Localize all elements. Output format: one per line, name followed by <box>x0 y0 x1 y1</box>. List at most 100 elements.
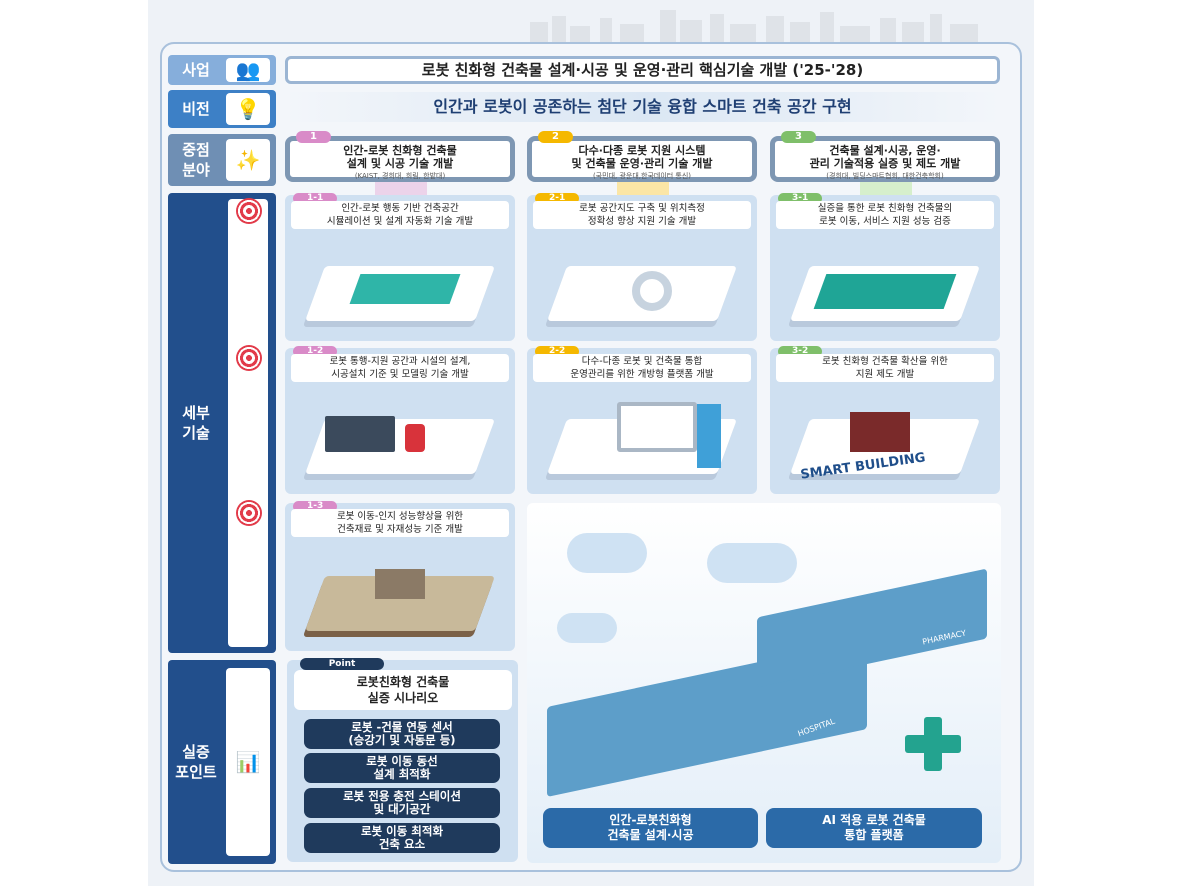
line: 관리 기술적용 실증 및 제도 개발 <box>809 157 961 170</box>
line: 건축물 설계·시공, 운영· <box>829 144 941 157</box>
people-icon: 👥 <box>226 58 270 82</box>
line: 로봇 이동 동선 <box>366 754 438 768</box>
cloud <box>567 533 647 573</box>
verification-illustration <box>789 243 981 329</box>
line: 설계 최적화 <box>373 767 431 781</box>
label-text: 사업 <box>182 61 210 79</box>
focus-area-3: 3 건축물 설계·시공, 운영·관리 기술적용 실증 및 제도 개발 (경희대, 빌… <box>770 131 1000 182</box>
hands-stars-icon: ✨ <box>226 139 270 181</box>
line: 다수-다종 로봇 및 건축물 통합 <box>581 356 703 367</box>
line: 다수·다종 로봇 지원 시스템 <box>578 144 706 157</box>
orgs: (국민대, 광운대,한국데이터 통신) <box>592 172 692 180</box>
pharmacy-floor <box>757 568 987 688</box>
lightbulb-icon: 💡 <box>226 93 270 125</box>
materials-illustration <box>304 551 496 639</box>
line: 및 건축물 운영·관리 기술 개발 <box>571 157 713 170</box>
line: 로봇친화형 건축물 <box>356 675 450 689</box>
line: 및 대기공간 <box>373 802 431 816</box>
line: 정확성 향상 지원 기술 개발 <box>587 216 697 227</box>
connector <box>617 182 669 196</box>
line: 로봇 이동-인지 성능향상을 위한 <box>336 511 464 522</box>
badge: 1-3 <box>293 501 338 512</box>
label-detail: 세부 기술 <box>168 193 276 653</box>
badge: 3 <box>781 131 816 143</box>
label-project: 사업 👥 <box>168 55 276 85</box>
label-focus: 중점 분야 ✨ <box>168 134 276 186</box>
line: 건축재료 및 자재성능 기준 개발 <box>337 524 463 535</box>
badge: 3-2 <box>778 346 823 357</box>
badge: 3-1 <box>778 193 823 204</box>
line: 시공설치 기준 및 모델링 기술 개발 <box>331 369 469 380</box>
map-illustration <box>546 243 738 329</box>
line: 로봇 친화형 건축물 확산을 위한 <box>822 356 948 367</box>
line: 인간-로봇 행동 기반 건축공간 <box>341 203 459 214</box>
line: 실증 시나리오 <box>367 691 439 705</box>
label-text: 실증 포인트 <box>175 743 217 781</box>
simulation-illustration <box>304 243 496 329</box>
line: 인간-로봇 친화형 건축물 <box>343 144 457 157</box>
orgs: (KAIST, 경희대, 희림, 한밭대) <box>354 172 446 180</box>
line: 로봇 이동, 서비스 지원 성능 검증 <box>819 216 951 227</box>
line: 건축 요소 <box>378 837 426 851</box>
badge: 1 <box>296 131 331 143</box>
line: 로봇 -건물 연동 센서 <box>351 720 453 734</box>
line: 건축물 설계·시공 <box>607 828 694 842</box>
line: 로봇 공간지도 구축 및 위치측정 <box>579 203 705 214</box>
line: 운영관리를 위한 개방형 플랫폼 개발 <box>570 369 714 380</box>
line: (승강기 및 자동문 등) <box>348 733 456 747</box>
target-icon <box>236 345 262 371</box>
line: 로봇 통행-지원 공간과 시설의 설계, <box>329 356 471 367</box>
line: 설계 및 시공 기술 개발 <box>346 157 454 170</box>
point-item: 로봇 -건물 연동 센서(승강기 및 자동문 등) <box>304 719 500 749</box>
badge: 2-1 <box>535 193 580 204</box>
analytics-icon: 📊 <box>226 668 270 856</box>
connector <box>860 182 912 196</box>
line: AI 적용 로봇 건축물 <box>822 813 926 827</box>
line: 로봇 전용 충전 스테이션 <box>343 789 461 803</box>
hospital-illustration: PHARMACY HOSPITAL <box>527 503 1001 863</box>
cloud <box>557 613 617 643</box>
line: 시뮬레이션 및 설계 자동화 기술 개발 <box>326 216 474 227</box>
cloud <box>707 543 797 583</box>
line: 통합 플랫폼 <box>844 828 904 842</box>
badge: 1-2 <box>293 346 338 357</box>
medical-cross-icon-vertical <box>924 717 942 771</box>
line: 지원 제도 개발 <box>855 369 915 380</box>
platform-illustration <box>546 396 738 482</box>
target-column <box>228 199 268 647</box>
city-skyline <box>530 10 978 42</box>
label-text: 세부 기술 <box>182 404 210 442</box>
line: 실증을 통한 로봇 친화형 건축물의 <box>817 203 953 214</box>
vision-text: 인간과 로봇이 공존하는 첨단 기술 융합 스마트 건축 공간 구현 <box>285 92 1000 122</box>
badge: 1-1 <box>293 193 338 204</box>
project-title: 로봇 친화형 건축물 설계·시공 및 운영·관리 핵심기술 개발 ('25-'2… <box>285 56 1000 84</box>
connector <box>375 182 427 196</box>
badge: 2-2 <box>535 346 580 357</box>
badge: 2 <box>538 131 573 143</box>
line: 인간-로봇친화형 <box>609 813 692 827</box>
orgs: (경희대, 빌딩스마트협회, 대한건축학회) <box>826 172 944 180</box>
label-demo: 실증 포인트📊 <box>168 660 276 864</box>
line: 로봇 이동 최적화 <box>360 824 444 838</box>
label-vision: 비전 💡 <box>168 90 276 128</box>
modeling-illustration <box>304 396 496 482</box>
point-badge: Point <box>300 658 384 670</box>
target-icon <box>236 500 262 526</box>
label-text: 중점 분야 <box>182 141 210 179</box>
label-text: 비전 <box>182 100 210 118</box>
